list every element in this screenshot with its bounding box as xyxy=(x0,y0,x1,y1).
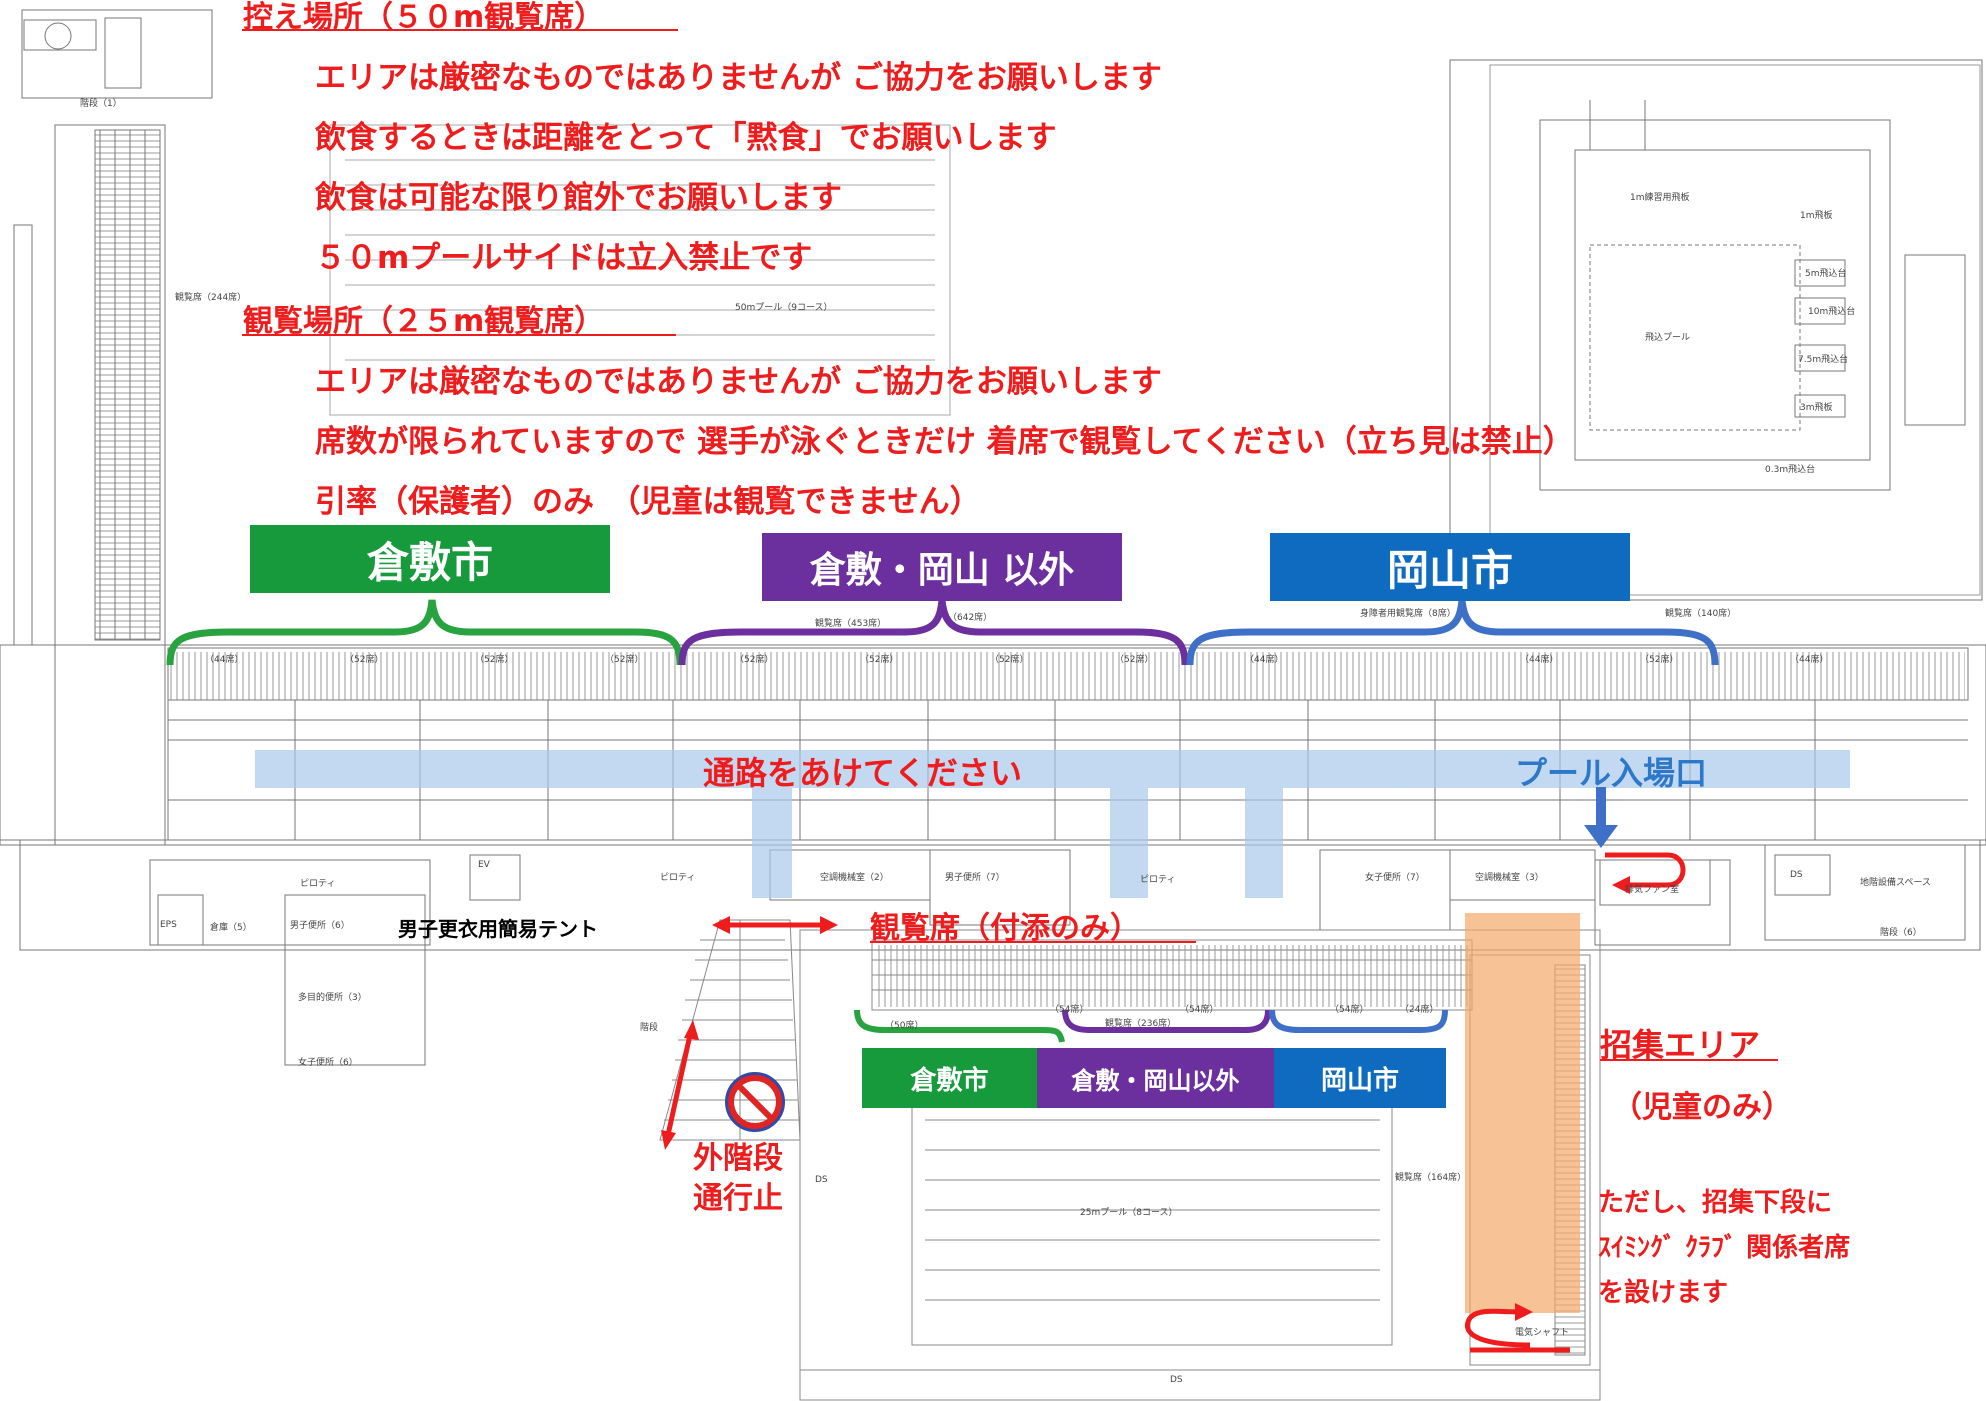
waiting-area-heading: 控え場所（５０m観覧席） xyxy=(243,0,605,35)
mens-wc-label: 男子便所（7） xyxy=(945,873,1005,883)
left-seats-label: 観覧席（244席） xyxy=(175,293,247,303)
equip-space-label: 地階設備スペース xyxy=(1860,878,1931,888)
zone-other-lower: 倉敷・岡山以外 xyxy=(1037,1048,1274,1108)
red-arrows xyxy=(661,852,1686,1353)
ds-label-1: DS xyxy=(1790,870,1803,880)
seats-52-label-3: （52席） xyxy=(605,655,644,665)
pool-25m-label: 25mプール（8コース） xyxy=(1080,1208,1178,1218)
assembly-sub: （児童のみ） xyxy=(1612,1090,1792,1125)
stairs-closed-line-1: 外階段 xyxy=(693,1141,783,1176)
piloti-label-3: ピロティ xyxy=(1140,875,1176,885)
mens-wc-6-label: 男子便所（6） xyxy=(290,921,350,931)
zone-other-upper: 倉敷・岡山 以外 xyxy=(762,533,1122,601)
tent-label: 男子更衣用簡易テント xyxy=(398,917,598,941)
stairs-6-label: 階段（6） xyxy=(1880,928,1922,938)
waiting-note-1: エリアは厳密なものではありませんが ご協力をお願いします xyxy=(315,60,1162,96)
seats-44-label-1: （44席） xyxy=(205,655,244,665)
seats-52-label-2: （52席） xyxy=(475,655,514,665)
seats-52-label-6: （52席） xyxy=(990,655,1029,665)
zone-kurashiki-upper: 倉敷市 xyxy=(250,525,610,593)
ds-label-2: DS xyxy=(815,1175,828,1185)
seats-52-label-5: （52席） xyxy=(860,655,899,665)
platform-75m-label: 7.5m飛込台 xyxy=(1798,355,1849,365)
special-seats-label: 身障者用観覧席（8席） xyxy=(1360,609,1456,619)
seats-642-label: （642席） xyxy=(948,613,993,623)
seats-164-label: 観覧席（164席） xyxy=(1395,1173,1467,1183)
seats-44-label-2: （44席） xyxy=(1245,655,1284,665)
diving-pool-label: 飛込プール xyxy=(1645,333,1691,343)
seats-24-label: （24席） xyxy=(1400,1005,1439,1015)
seats-54-label-2: （54席） xyxy=(1180,1005,1219,1015)
seats-54-label-1: （54席） xyxy=(1050,1005,1089,1015)
seats-52-label-8: （52席） xyxy=(1640,655,1679,665)
viewing-area-heading: 観覧場所（２５m観覧席） xyxy=(243,304,605,339)
multi-wc-label: 多目的便所（3） xyxy=(298,993,367,1003)
pool-50m-label: 50mプール（9コース） xyxy=(735,303,833,313)
zone-kurashiki-lower: 倉敷市 xyxy=(862,1048,1037,1108)
storage-label: 倉庫（5） xyxy=(210,923,252,933)
stairs-label: 階段（1） xyxy=(80,99,122,109)
seats-25m-label: 観覧席（付添のみ） xyxy=(870,911,1140,946)
passage-label: 通路をあけてください xyxy=(703,754,1023,792)
seats-52-label-1: （52席） xyxy=(345,655,384,665)
passage-highlight xyxy=(255,750,1850,898)
seats-236-label: 観覧席（236席） xyxy=(1105,1019,1177,1029)
seats-44-label-3: （44席） xyxy=(1520,655,1559,665)
womens-wc-label: 女子便所（7） xyxy=(1365,873,1425,883)
entrance-label: プール入場口 xyxy=(1515,754,1708,792)
seats-140-label: 観覧席（140席） xyxy=(1665,609,1737,619)
seats-54-label-3: （54席） xyxy=(1330,1005,1369,1015)
piloti-label-1: ピロティ xyxy=(300,879,336,889)
board-3m-label: 3m飛板 xyxy=(1800,403,1833,413)
womens-wc-6-label: 女子便所（6） xyxy=(298,1058,358,1068)
practice-board-label: 1m練習用飛板 xyxy=(1630,193,1690,203)
piloti-label-2: ピロティ xyxy=(660,873,696,883)
viewing-note-1: エリアは厳密なものではありませんが ご協力をお願いします xyxy=(315,364,1162,400)
fan-room-label: 排気ファン室 xyxy=(1625,885,1680,895)
seats-52-label-4: （52席） xyxy=(735,655,774,665)
assembly-note-1: ただし、招集下段に xyxy=(1598,1188,1833,1218)
left-stand xyxy=(13,9,213,846)
exit-stairs-label: 階段 xyxy=(640,1023,659,1033)
seats-453-label: 観覧席（453席） xyxy=(815,619,887,629)
platform-10m-label: 10m飛込台 xyxy=(1808,307,1856,317)
viewing-note-2: 席数が限られていますので 選手が泳ぐときだけ 着席で観覧してください（立ち見は禁… xyxy=(315,424,1574,460)
eps-label: EPS xyxy=(160,920,177,930)
zone-okayama-upper: 岡山市 xyxy=(1270,533,1630,601)
machine-room-2-label: 空調機械室（2） xyxy=(820,873,889,883)
electric-shaft-label: 電気シャフト xyxy=(1515,1328,1570,1338)
upper-stand xyxy=(0,644,1986,846)
zone-okayama-lower: 岡山市 xyxy=(1274,1048,1446,1108)
platform-03m-label: 0.3m飛込台 xyxy=(1765,465,1816,475)
stairs-closed-line-2: 通行止 xyxy=(693,1181,783,1216)
entrance-arrow xyxy=(1584,787,1618,848)
assembly-note-2: ｽｲﾐﾝｸﾞ ｸﾗﾌﾞ 関係者席 xyxy=(1598,1233,1851,1263)
seats-44-label-4: （44席） xyxy=(1790,655,1829,665)
viewing-note-3: 引率（保護者）のみ （児童は観覧できません） xyxy=(315,484,981,520)
waiting-note-2: 飲食するときは距離をとって「黙食」でお願いします xyxy=(315,120,1057,156)
diving-pool-outline xyxy=(1449,59,1983,601)
heading-underlines xyxy=(242,29,1778,1061)
board-1m-label: 1m飛板 xyxy=(1800,211,1833,221)
platform-5m-label: 5m飛込台 xyxy=(1805,269,1847,279)
seats-52-label-7: （52席） xyxy=(1115,655,1154,665)
assembly-note-3: を設けます xyxy=(1598,1278,1729,1308)
waiting-note-4: ５０mプールサイドは立入禁止です xyxy=(315,240,813,276)
seats-50-label: （50席） xyxy=(885,1021,924,1031)
ds-label-3: DS xyxy=(1170,1375,1183,1385)
machine-room-3-label: 空調機械室（3） xyxy=(1475,873,1544,883)
assembly-title: 招集エリア xyxy=(1600,1026,1761,1064)
no-entry-icon xyxy=(725,1072,785,1132)
assembly-area-highlight xyxy=(1465,913,1580,1313)
ev-label: EV xyxy=(478,860,490,870)
lower-brackets xyxy=(854,1009,1448,1043)
waiting-note-3: 飲食は可能な限り館外でお願いします xyxy=(315,180,842,216)
